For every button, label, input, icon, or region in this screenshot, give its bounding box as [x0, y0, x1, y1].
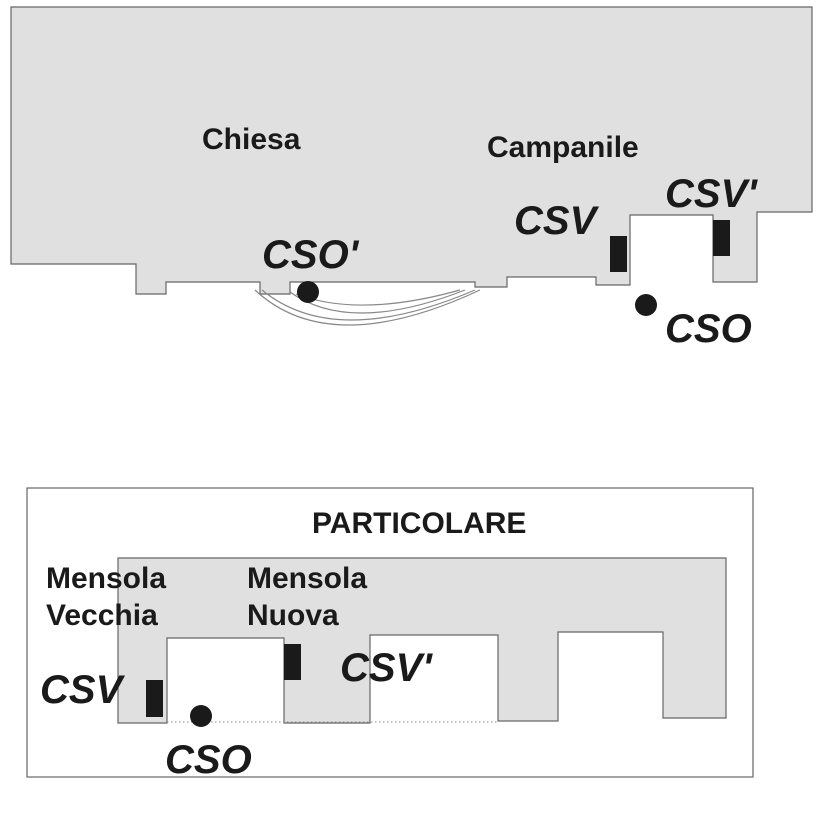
- apse-arcs: [254, 289, 481, 326]
- csv-label: CSV: [514, 199, 600, 243]
- detail-cso-point: [190, 705, 212, 727]
- new-bracket-label-line1: Mensola: [247, 562, 367, 595]
- bracket-wall-outline: [117, 557, 727, 724]
- old-bracket-label-line1: Mensola: [46, 562, 166, 595]
- cso-prime-label: CSO': [262, 233, 360, 277]
- detail-title: PARTICOLARE: [312, 507, 526, 540]
- cso-point: [635, 294, 657, 316]
- new-bracket-label-line2: Nuova: [247, 599, 339, 632]
- old-bracket-label-line2: Vecchia: [46, 599, 158, 632]
- csv-prime-label: CSV': [665, 172, 758, 216]
- church-label: Chiesa: [202, 123, 301, 156]
- detail-cso-label: CSO: [165, 738, 252, 782]
- cso-label: CSO: [665, 307, 752, 351]
- detail-frame: [26, 487, 754, 778]
- csv-prime-sensor: [713, 220, 730, 256]
- detail-csv-sensor: [146, 680, 163, 717]
- plan-view: Chiesa Campanile CSO' CSV CSV' CSO: [10, 6, 813, 351]
- cso-prime-point: [297, 281, 319, 303]
- detail-csv-label: CSV: [40, 668, 126, 712]
- bell-tower-label: Campanile: [487, 131, 639, 164]
- church-plan-outline: [10, 6, 813, 295]
- detail-csv-prime-sensor: [284, 644, 301, 680]
- csv-sensor: [610, 236, 627, 272]
- detail-csv-prime-label: CSV': [340, 646, 433, 690]
- detail-view: PARTICOLARE Mensola Vecchia Mensola Nuov…: [26, 487, 754, 782]
